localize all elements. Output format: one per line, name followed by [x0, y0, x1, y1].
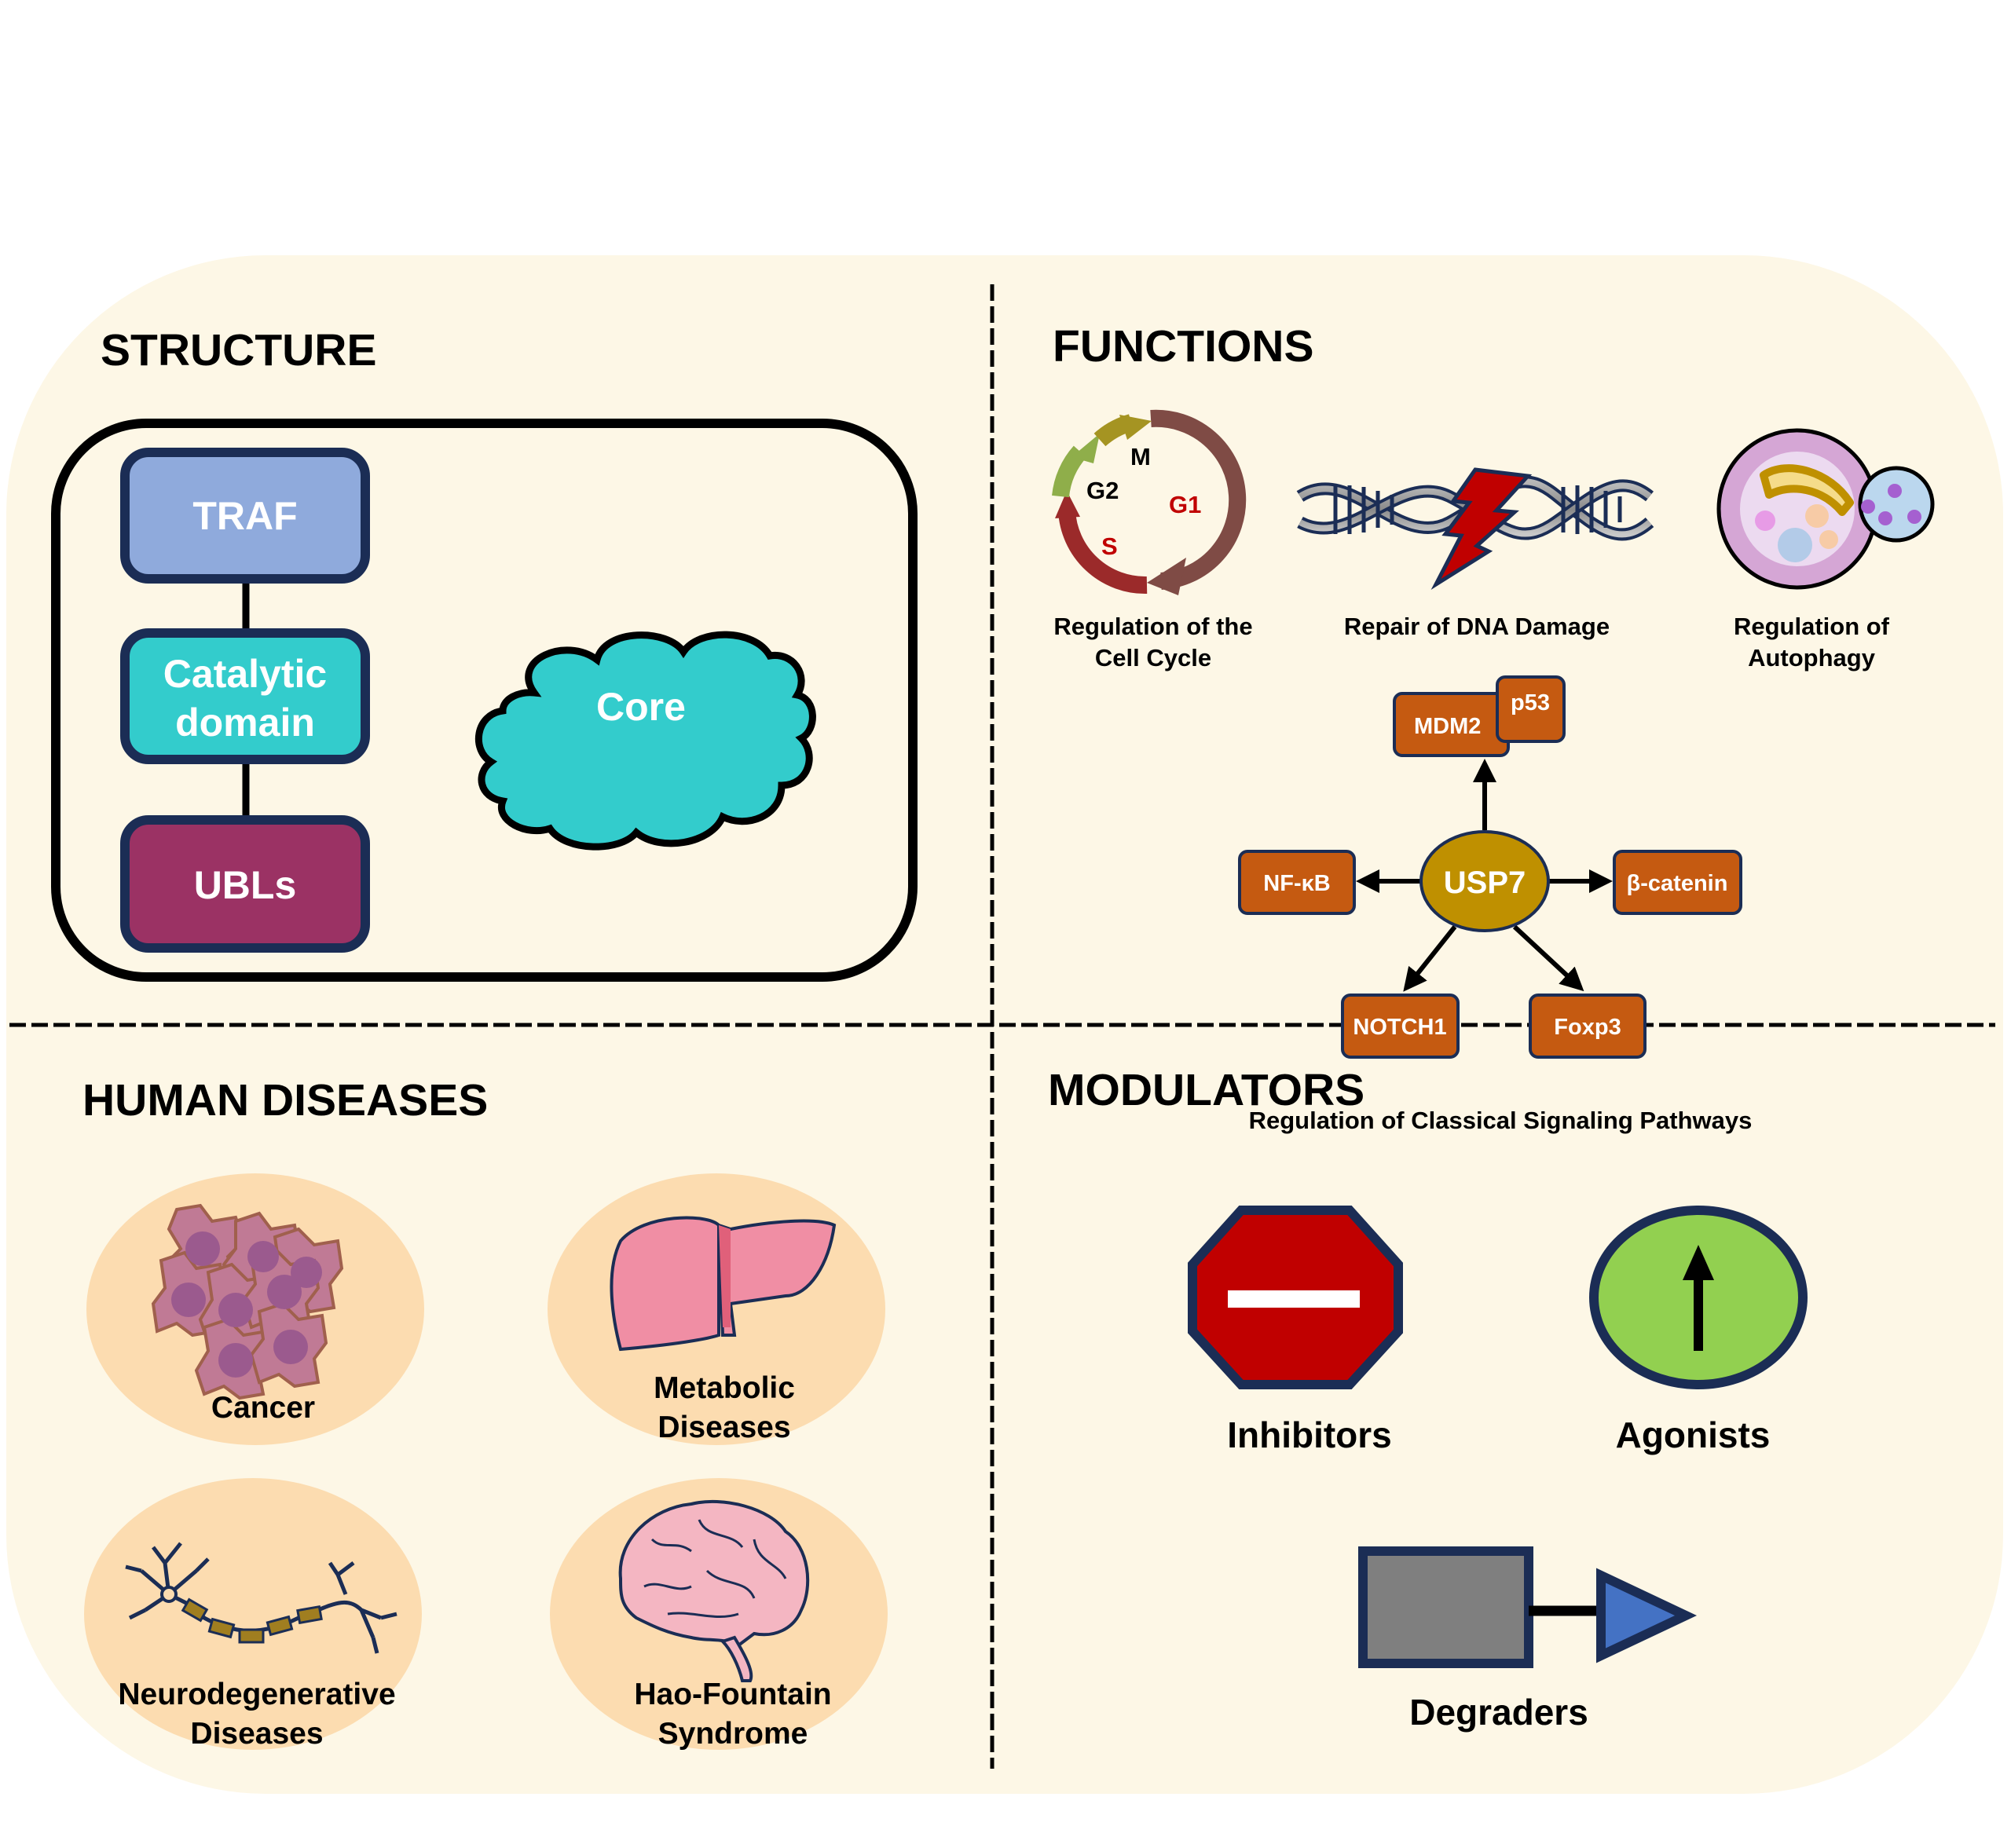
cancer-label: Cancer	[211, 1391, 315, 1425]
disease-cancer: Cancer	[86, 1173, 424, 1445]
node-mdm2: MDM2	[1393, 692, 1510, 757]
neuron-icon	[125, 1542, 397, 1654]
dna-caption: Repair of DNA Damage	[1344, 613, 1610, 640]
phase-s: S	[1101, 532, 1118, 560]
brain-icon	[618, 1500, 810, 1682]
usp7-protein-outline	[51, 419, 918, 982]
hao-fountain-label-line1: Hao-Fountain	[634, 1678, 831, 1711]
degraders-item: Degraders	[1358, 1546, 1698, 1733]
disease-hao-fountain: Hao-Fountain Syndrome	[550, 1478, 888, 1751]
modulators-title: MODULATORS	[1048, 1065, 1364, 1115]
node-p53: p53	[1496, 675, 1566, 743]
signaling-caption: Regulation of Classical Signaling Pathwa…	[1249, 1107, 1753, 1134]
degraders-label: Degraders	[1409, 1692, 1588, 1733]
cell-cycle-caption-line1: Regulation of the	[1053, 613, 1252, 640]
autophagy-caption-line2: Autophagy	[1748, 644, 1876, 672]
metabolic-label-line1: Metabolic	[654, 1371, 795, 1405]
catalytic-label-line2: domain	[175, 701, 315, 745]
cell-cycle-caption-line2: Cell Cycle	[1095, 644, 1211, 672]
node-nfkb: NF-κB	[1238, 850, 1356, 915]
traf-label: TRAF	[192, 494, 297, 538]
modulators-section: MODULATORS Inhibitors Agonists Degraders	[1048, 1065, 1808, 1733]
dna-damage-icon	[1296, 467, 1654, 590]
p53-label: p53	[1511, 690, 1550, 715]
hao-fountain-label-line2: Syndrome	[658, 1717, 808, 1751]
node-foxp3: Foxp3	[1529, 994, 1647, 1059]
ubls-label: UBLs	[194, 863, 297, 907]
liver-icon	[610, 1216, 837, 1352]
usp7-label: USP7	[1444, 865, 1526, 900]
diseases-section: HUMAN DISEASES Cancer	[82, 1075, 888, 1751]
diseases-title: HUMAN DISEASES	[82, 1075, 488, 1125]
agonists-label: Agonists	[1616, 1414, 1771, 1455]
catalytic-label-line1: Catalytic	[163, 652, 327, 696]
core-label: Core	[596, 685, 686, 729]
nfkb-label: NF-κB	[1263, 871, 1330, 896]
autophagy-caption-line1: Regulation of	[1734, 613, 1890, 640]
degrader-block-icon	[1358, 1546, 1533, 1668]
agonists-item: Agonists	[1589, 1206, 1808, 1455]
structure-title: STRUCTURE	[101, 325, 377, 375]
catalytic-domain: Catalytic domain	[120, 628, 370, 764]
node-beta-catenin: β-catenin	[1613, 850, 1742, 915]
notch1-label: NOTCH1	[1353, 1015, 1446, 1040]
phase-m: M	[1130, 443, 1151, 470]
phase-g2: G2	[1086, 477, 1119, 504]
functions-section: FUNCTIONS M G2 G1 S Regulation of the Ce…	[1052, 321, 1935, 1134]
disease-neurodegenerative: Neurodegenerative Diseases	[84, 1478, 422, 1751]
disease-metabolic: Metabolic Diseases	[548, 1173, 885, 1445]
core-cloud: Core	[475, 631, 816, 851]
ubls-domain: UBLs	[120, 815, 370, 953]
autophagy-icon	[1716, 428, 1935, 590]
signaling-network: MDM2 p53 NF-κB USP7 β-catenin NOTCH1	[1238, 675, 1742, 1059]
inhibitors-label: Inhibitors	[1227, 1414, 1392, 1455]
cell-cycle-icon: M G2 G1 S	[1052, 409, 1247, 595]
beta-catenin-label: β-catenin	[1627, 871, 1728, 896]
minus-bar-icon	[1228, 1290, 1360, 1308]
mdm2-label: MDM2	[1414, 714, 1481, 739]
neuro-label-line1: Neurodegenerative	[118, 1678, 395, 1711]
functions-title: FUNCTIONS	[1053, 321, 1313, 371]
node-notch1: NOTCH1	[1341, 994, 1460, 1059]
traf-domain: TRAF	[120, 448, 370, 584]
inhibitors-item: Inhibitors	[1188, 1206, 1403, 1455]
node-usp7: USP7	[1419, 830, 1550, 932]
structure-section: STRUCTURE TRAF Catalytic domain UBLs Cor…	[51, 325, 918, 982]
foxp3-label: Foxp3	[1554, 1015, 1621, 1040]
metabolic-label-line2: Diseases	[658, 1411, 790, 1444]
degrader-triangle-icon	[1596, 1568, 1698, 1663]
neuro-label-line2: Diseases	[190, 1717, 323, 1751]
phase-g1: G1	[1169, 491, 1201, 518]
